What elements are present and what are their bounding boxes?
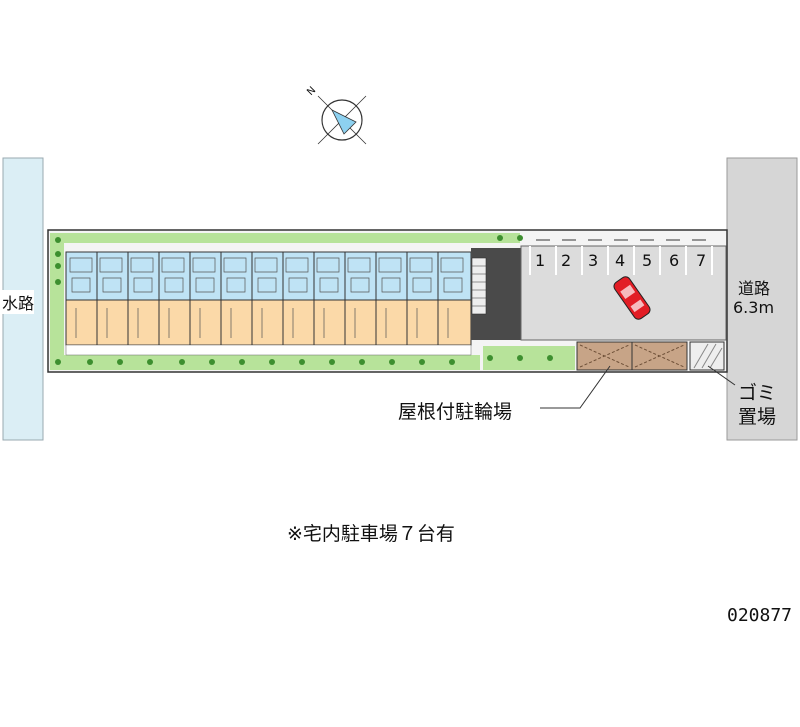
unit-details — [69, 257, 464, 338]
parking-space-number: 3 — [588, 251, 599, 270]
road-strip — [726, 157, 798, 441]
trees — [55, 235, 553, 365]
stair-steps — [472, 265, 486, 307]
parking-space-number: 5 — [642, 251, 653, 270]
car — [613, 276, 651, 320]
garbage-label-line2: 置場 — [738, 406, 777, 428]
property-id: 020877 — [727, 605, 793, 626]
parking-space-number: 4 — [615, 251, 626, 270]
garbage-leader — [707, 365, 736, 386]
unit-dividers — [96, 252, 439, 345]
walkway — [65, 344, 472, 356]
garbage-hatch — [693, 343, 723, 369]
lawn-top — [50, 233, 520, 243]
garbage-label-line1: ゴミ — [738, 382, 777, 404]
lawn-bottom — [50, 355, 480, 370]
road-width-label: 6.3m — [733, 298, 775, 317]
lawn-bottom-right — [483, 346, 575, 370]
compass-icon — [317, 95, 367, 145]
parking-space-number: 7 — [696, 251, 707, 270]
stairs — [471, 257, 487, 315]
parking-space-number: 6 — [669, 251, 680, 270]
bicycle-parking-label: 屋根付駐輪場 — [398, 401, 513, 423]
waterway-label: 水路 — [2, 290, 35, 314]
bike-shed-leader — [540, 365, 611, 409]
building-lower — [65, 299, 472, 346]
parking-space-number: 2 — [561, 251, 572, 270]
parking-stall-lines — [529, 246, 713, 275]
parking-space-number: 1 — [535, 251, 546, 270]
parking-note: ※宅内駐車場７台有 — [287, 523, 455, 545]
road-name-label: 道路 — [738, 279, 771, 298]
bike-shed-cross — [579, 344, 685, 368]
